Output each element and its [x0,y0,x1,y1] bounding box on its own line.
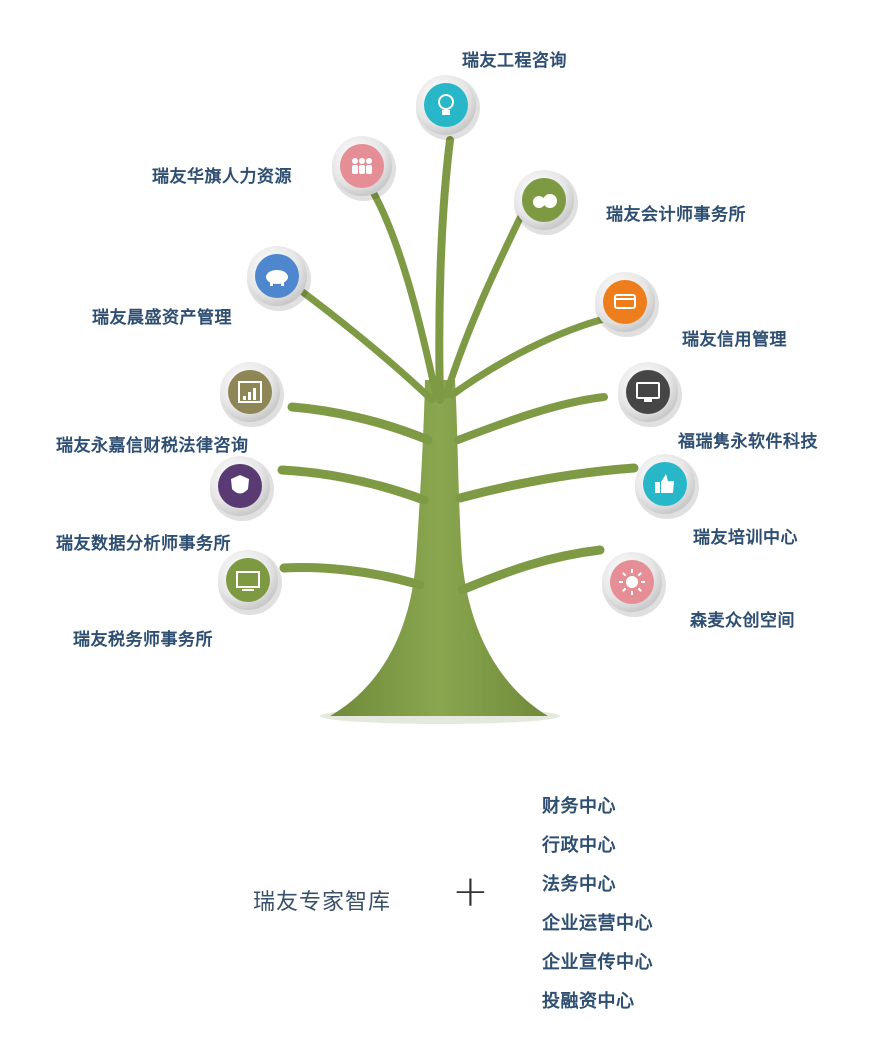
branch-software [454,393,608,444]
node-label: 瑞友信用管理 [682,330,787,350]
tree-node [332,136,396,201]
center-item: 投融资中心 [542,991,635,1012]
center-item: 财务中心 [542,796,616,817]
tree-node [618,362,682,427]
node-label: 瑞友数据分析师事务所 [56,534,231,554]
tree-node [514,170,578,235]
tree-node [416,75,480,140]
piggy-bank-icon [255,254,299,298]
node-label: 瑞友华旗人力资源 [152,167,292,187]
branch-training [455,463,639,503]
node-label: 瑞友培训中心 [693,528,798,548]
branch-credit [448,314,612,399]
center-item: 行政中心 [542,835,616,856]
center-item: 企业宣传中心 [542,952,653,973]
node-label: 瑞友税务师事务所 [73,630,213,650]
sun-icon [610,560,654,604]
branch-accounting [442,214,524,399]
tree-node [595,272,659,337]
node-label: 福瑞隽永软件科技 [678,432,818,452]
thumbs-up-icon [643,462,687,506]
tree-node [210,456,274,521]
branch-asset [296,286,436,404]
branch-data [277,465,429,505]
center-item: 法务中心 [542,874,616,895]
branch-tax [279,563,425,590]
bar-chart-icon [228,370,272,414]
branch-hr [368,186,440,399]
node-label: 瑞友工程咨询 [462,51,567,71]
branch-engineering [435,136,454,404]
center-list: 财务中心 行政中心 法务中心 企业运营中心 企业宣传中心 投融资中心 [542,794,653,1028]
branch-space [457,545,605,595]
tree-node [602,552,666,617]
node-label: 瑞友永嘉信财税法律咨询 [56,436,249,456]
branch-law [287,402,433,445]
monitor-wifi-icon [626,370,670,414]
lightbulb-head-icon [424,83,468,127]
node-label: 瑞友会计师事务所 [606,205,746,225]
tree-node [247,246,311,311]
credit-card-hand-icon [603,280,647,324]
think-tank-title: 瑞友专家智库 [253,890,392,915]
node-label: 森麦众创空间 [690,611,795,631]
money-bags-icon [522,178,566,222]
center-item: 企业运营中心 [542,913,653,934]
shield-icon [218,464,262,508]
tree-node [218,550,282,615]
people-group-icon [340,144,384,188]
tree-branches [277,136,639,595]
tree-trunk [330,380,548,716]
plus-icon: + [452,866,489,917]
node-label: 瑞友晨盛资产管理 [92,308,232,328]
blackboard-icon [226,558,270,602]
tree-node [635,454,699,519]
tree-node [220,362,284,427]
